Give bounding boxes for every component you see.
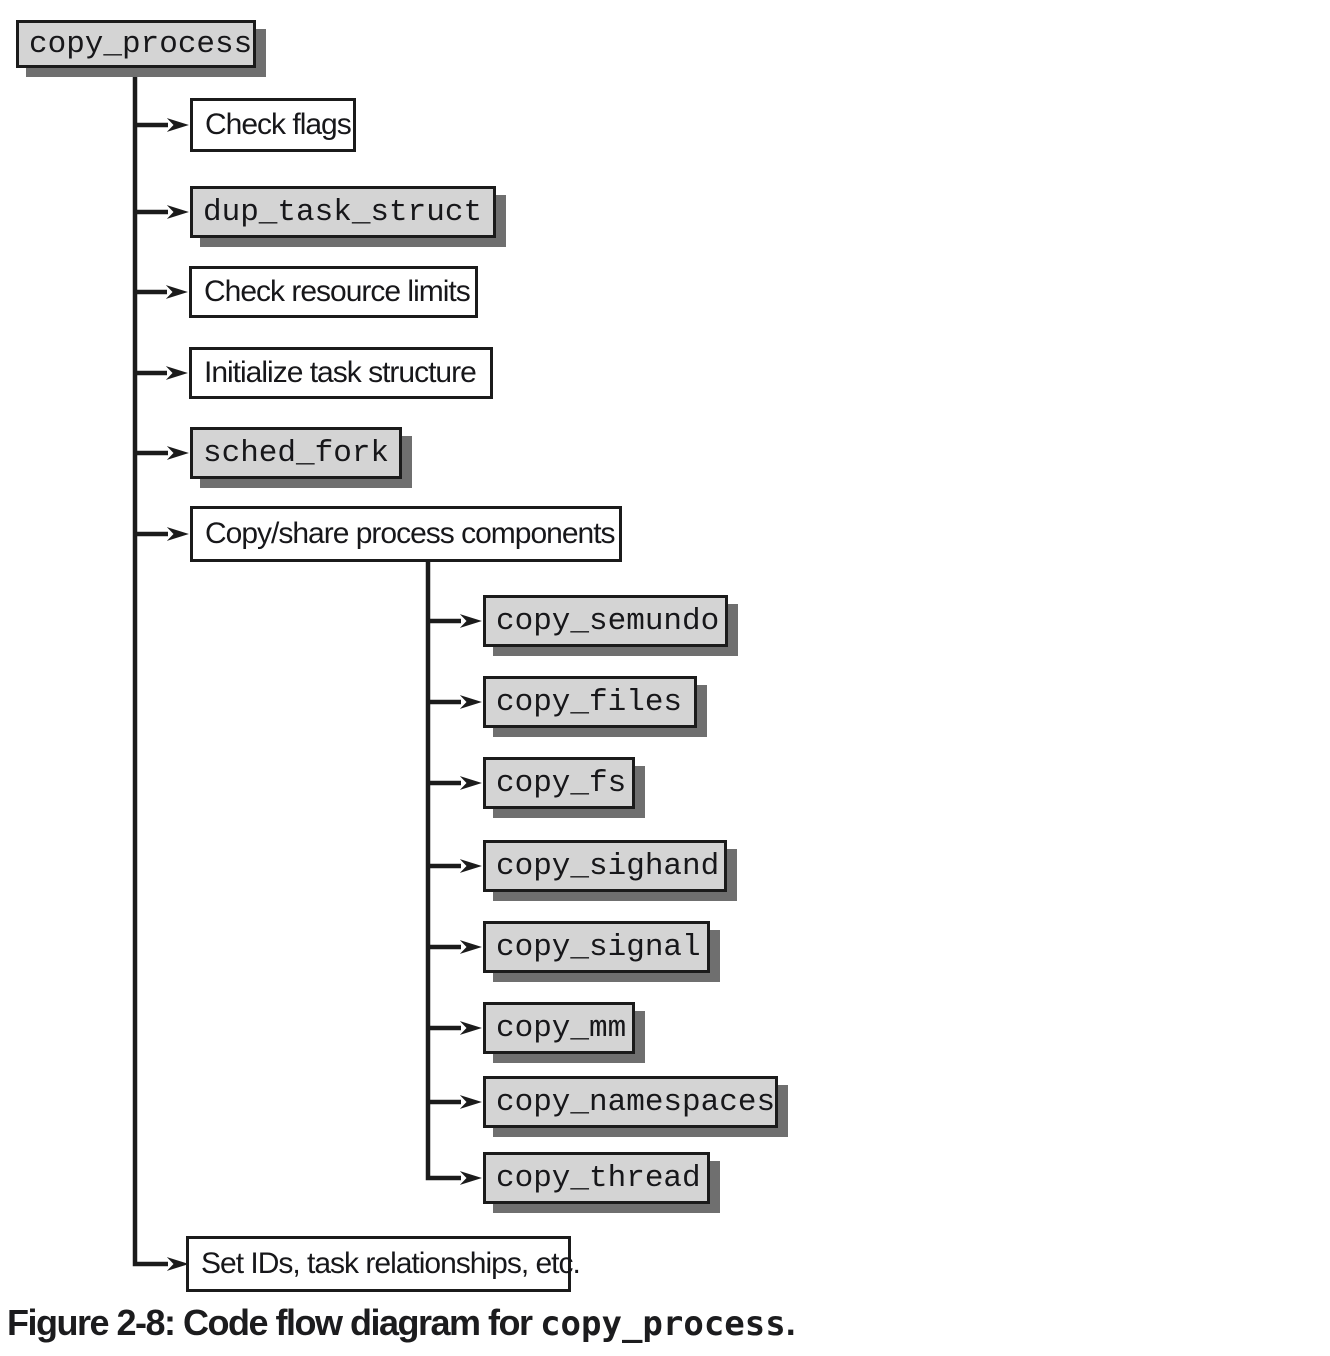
node-set-ids-task-relationships: Set IDs, task relationships, etc. (186, 1236, 581, 1292)
node-label: copy_signal (496, 929, 701, 965)
node-copy-semundo: copy_semundo (483, 595, 728, 647)
node-copy-signal: copy_signal (483, 921, 710, 973)
node-label: dup_task_struct (203, 194, 483, 230)
figure-caption: Figure 2-8: Code flow diagram for copy_p… (7, 1302, 796, 1344)
node-label: Copy/share process components (205, 517, 616, 550)
node-sched-fork: sched_fork (190, 427, 402, 479)
node-copy-mm: copy_mm (483, 1002, 635, 1054)
node-label: Check resource limits (204, 275, 471, 308)
node-label: Set IDs, task relationships, etc. (201, 1247, 581, 1280)
node-label: copy_sighand (496, 848, 720, 884)
caption-text: Figure 2-8: Code flow diagram for (7, 1302, 541, 1343)
node-initialize-task-structure: Initialize task structure (189, 347, 493, 399)
node-copy-process: copy_process (16, 20, 256, 68)
caption-code: copy_process (540, 1304, 786, 1344)
node-label: Initialize task structure (204, 356, 477, 389)
node-label: copy_fs (496, 765, 627, 801)
node-copy-share-process-components: Copy/share process components (190, 506, 622, 562)
node-copy-fs: copy_fs (483, 757, 635, 809)
node-label: copy_process (29, 26, 253, 62)
node-label: Check flags (205, 108, 352, 141)
node-label: copy_thread (496, 1160, 701, 1196)
node-check-flags: Check flags (190, 98, 356, 152)
node-label: copy_namespaces (496, 1084, 776, 1120)
node-copy-namespaces: copy_namespaces (483, 1076, 778, 1128)
node-dup-task-struct: dup_task_struct (190, 186, 496, 238)
node-label: copy_mm (496, 1010, 627, 1046)
node-label: sched_fork (203, 435, 390, 471)
node-label: copy_semundo (496, 603, 720, 639)
node-check-resource-limits: Check resource limits (189, 266, 478, 318)
node-copy-files: copy_files (483, 676, 697, 728)
node-copy-sighand: copy_sighand (483, 840, 727, 892)
node-label: copy_files (496, 684, 683, 720)
caption-period: . (785, 1302, 796, 1343)
node-copy-thread: copy_thread (483, 1152, 710, 1204)
